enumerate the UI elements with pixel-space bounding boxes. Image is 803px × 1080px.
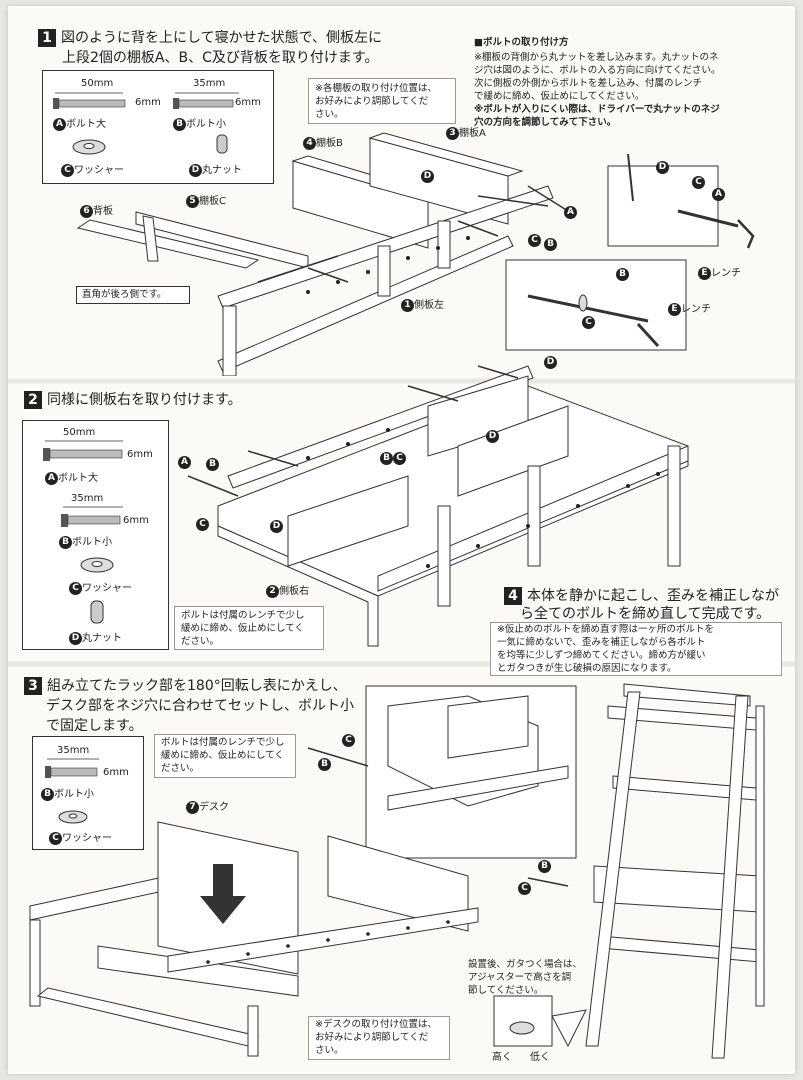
step1-heading: 1 図のように背を上にして寝かせた状態で、側板左に <box>38 28 382 48</box>
callout-d-inset: D <box>656 161 669 174</box>
bolt-small-length: 35mm <box>193 78 226 89</box>
step4-note: ※仮止めのボルトを締め直す際は一ヶ所のボルトを 一気に締めないで、歪みを補正しな… <box>490 622 782 676</box>
callout-d3: D <box>544 356 557 369</box>
step2-assembly-drawing <box>187 365 689 647</box>
adjuster-note: 設置後、ガタつく場合は、 アジャスターで高さを調 節してください。 <box>468 959 583 996</box>
step3-parts-drawing <box>45 758 99 824</box>
step1-parts-drawing <box>53 92 239 155</box>
callout-c2: C <box>518 882 531 895</box>
step3-tighten-note: ボルトは付属のレンチで少し 緩めに締め、仮止めにしてく ださい。 <box>154 734 296 778</box>
fold-crease <box>8 378 795 384</box>
step-number-4: 4 <box>504 587 522 605</box>
desk-position-note: ※デスクの取り付け位置は、 お好みにより調節してくだ さい。 <box>308 1016 450 1060</box>
step1-line1: 図のように背を上にして寝かせた状態で、側板左に <box>61 30 383 46</box>
callout-c: C <box>196 518 209 531</box>
adjuster-low: 低く <box>530 1052 550 1063</box>
callout-d: D <box>421 170 434 183</box>
bolt-install-heading: ■ボルトの取り付け方 <box>474 37 569 48</box>
callout-a-inset: A <box>712 188 725 201</box>
callout-a: A <box>564 206 577 219</box>
adjuster-high: 高く <box>492 1052 512 1063</box>
callout-b-inset2: B <box>616 268 629 281</box>
callout-b: B <box>206 458 219 471</box>
step2-parts-drawing <box>43 440 123 624</box>
callout-c: C <box>342 734 355 747</box>
callout-a: A <box>178 456 191 469</box>
step1-assembly-drawing <box>76 132 755 376</box>
callout-c-inset: C <box>692 176 705 189</box>
step3-line3: で固定します。 <box>46 718 143 734</box>
callout-b: B <box>318 758 331 771</box>
bolt-small-diameter: 6mm <box>235 97 261 108</box>
step1-line2: 上段2個の棚板A、B、C及び背板を取り付けます。 <box>62 50 379 66</box>
step-number-1: 1 <box>38 29 56 47</box>
bolt-large-diameter: 6mm <box>135 97 161 108</box>
step-number-3: 3 <box>24 677 42 695</box>
instruction-sheet: 1 図のように背を上にして寝かせた状態で、側板左に 上段2個の棚板A、B、C及び背… <box>8 6 795 1074</box>
step1-position-note: ※各棚板の取り付け位置は、 お好みにより調節してくだ さい。 <box>308 78 456 124</box>
callout-d2: D <box>486 430 499 443</box>
callout-b: B <box>544 238 557 251</box>
bolt-install-instructions: ■ボルトの取り付け方 ※棚板の背側から丸ナットを差し込みます。丸ナットのネ ジ穴… <box>474 36 774 128</box>
callout-c: C <box>528 234 541 247</box>
callout-c-inset2: C <box>582 316 595 329</box>
step4-line2: ら全てのボルトを締め直して完成です。 <box>520 606 771 622</box>
step-number-2: 2 <box>24 391 42 409</box>
step3-assembly-drawing <box>29 683 765 1059</box>
callout-b2: B <box>538 860 551 873</box>
right-angle-note: 直角が後ろ側です。 <box>76 286 190 304</box>
callout-d: D <box>270 520 283 533</box>
step3-line2: デスク部をネジ穴に合わせてセットし、ボルト小 <box>46 698 354 714</box>
bolt-large-length: 50mm <box>81 78 114 89</box>
step2-tighten-note: ボルトは付属のレンチで少し 緩めに締め、仮止めにしてく ださい。 <box>174 606 324 650</box>
fold-crease <box>8 661 795 667</box>
